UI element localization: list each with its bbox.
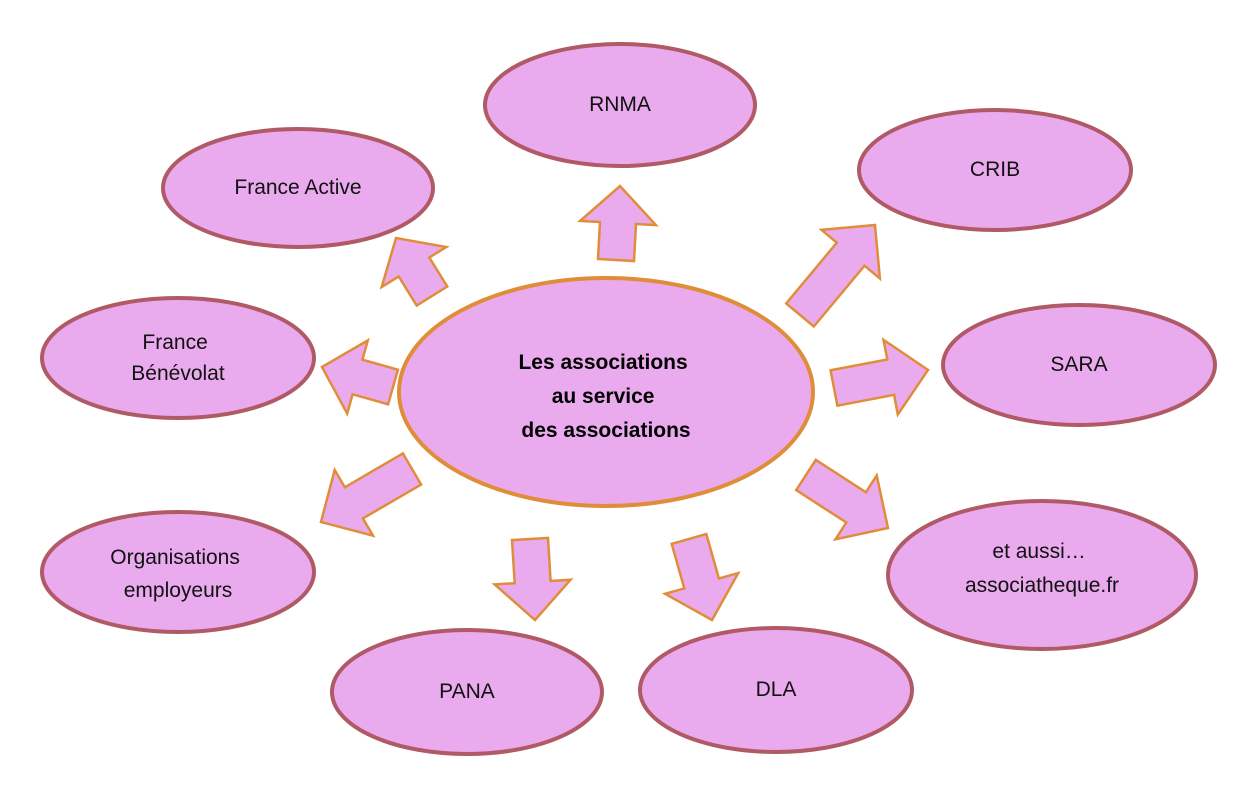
arrow-to-dla [661, 532, 741, 622]
center-label-line: des associations [521, 419, 690, 442]
svg-text:Les associations au serv: Les associations au service des associat… [518, 351, 693, 442]
arrow-to-france-benevolat [320, 337, 400, 417]
node-sara: SARA [941, 303, 1217, 427]
svg-text:RNMA: RNMA [589, 93, 651, 116]
node-dla: DLA [638, 626, 914, 754]
node-label-line: RNMA [589, 93, 651, 116]
node-label-line: Organisations [110, 546, 240, 569]
svg-text:et aussi… associatheque.: et aussi… associatheque.fr [965, 540, 1119, 597]
svg-text:CRIB: CRIB [970, 158, 1020, 181]
svg-text:DLA: DLA [756, 678, 797, 701]
center-node: Les associations au service des associat… [397, 276, 815, 508]
arrows-group [319, 184, 930, 622]
node-label-line: DLA [756, 678, 797, 701]
node-crib: CRIB [857, 108, 1133, 232]
node-pana: PANA [330, 628, 604, 756]
arrow-to-sara [829, 337, 930, 418]
svg-text:France Active: France Active [234, 176, 361, 199]
arrow-to-pana [491, 536, 574, 622]
svg-text:SARA: SARA [1050, 353, 1107, 376]
node-label-line: Bénévolat [131, 362, 225, 385]
arrow-to-organisations [319, 451, 423, 538]
arrow-to-france-active [379, 236, 450, 308]
center-label-line: Les associations [518, 351, 687, 374]
node-rnma: RNMA [483, 42, 757, 168]
node-label-line: employeurs [124, 579, 233, 602]
svg-text:Organisations employeurs: Organisations employeurs [110, 546, 245, 602]
node-label-line: France Active [234, 176, 361, 199]
svg-text:France Bénévolat: France Bénévolat [131, 331, 225, 385]
node-label-line: et aussi… [992, 540, 1085, 563]
arrow-to-associatheque [794, 458, 890, 542]
arrow-to-rnma [576, 184, 659, 263]
node-label-line: CRIB [970, 158, 1020, 181]
center-label-line: au service [552, 385, 655, 408]
node-label-line: associatheque.fr [965, 574, 1119, 597]
arrow-to-crib [784, 223, 882, 329]
node-label-line: France [142, 331, 207, 354]
node-organisations-employeurs: Organisations employeurs [40, 510, 316, 634]
node-france-active: France Active [161, 127, 435, 249]
svg-text:PANA: PANA [439, 680, 495, 703]
node-label-line: PANA [439, 680, 495, 703]
node-label-line: SARA [1050, 353, 1107, 376]
node-france-benevolat: France Bénévolat [40, 296, 316, 420]
node-associatheque: et aussi… associatheque.fr [886, 499, 1198, 651]
